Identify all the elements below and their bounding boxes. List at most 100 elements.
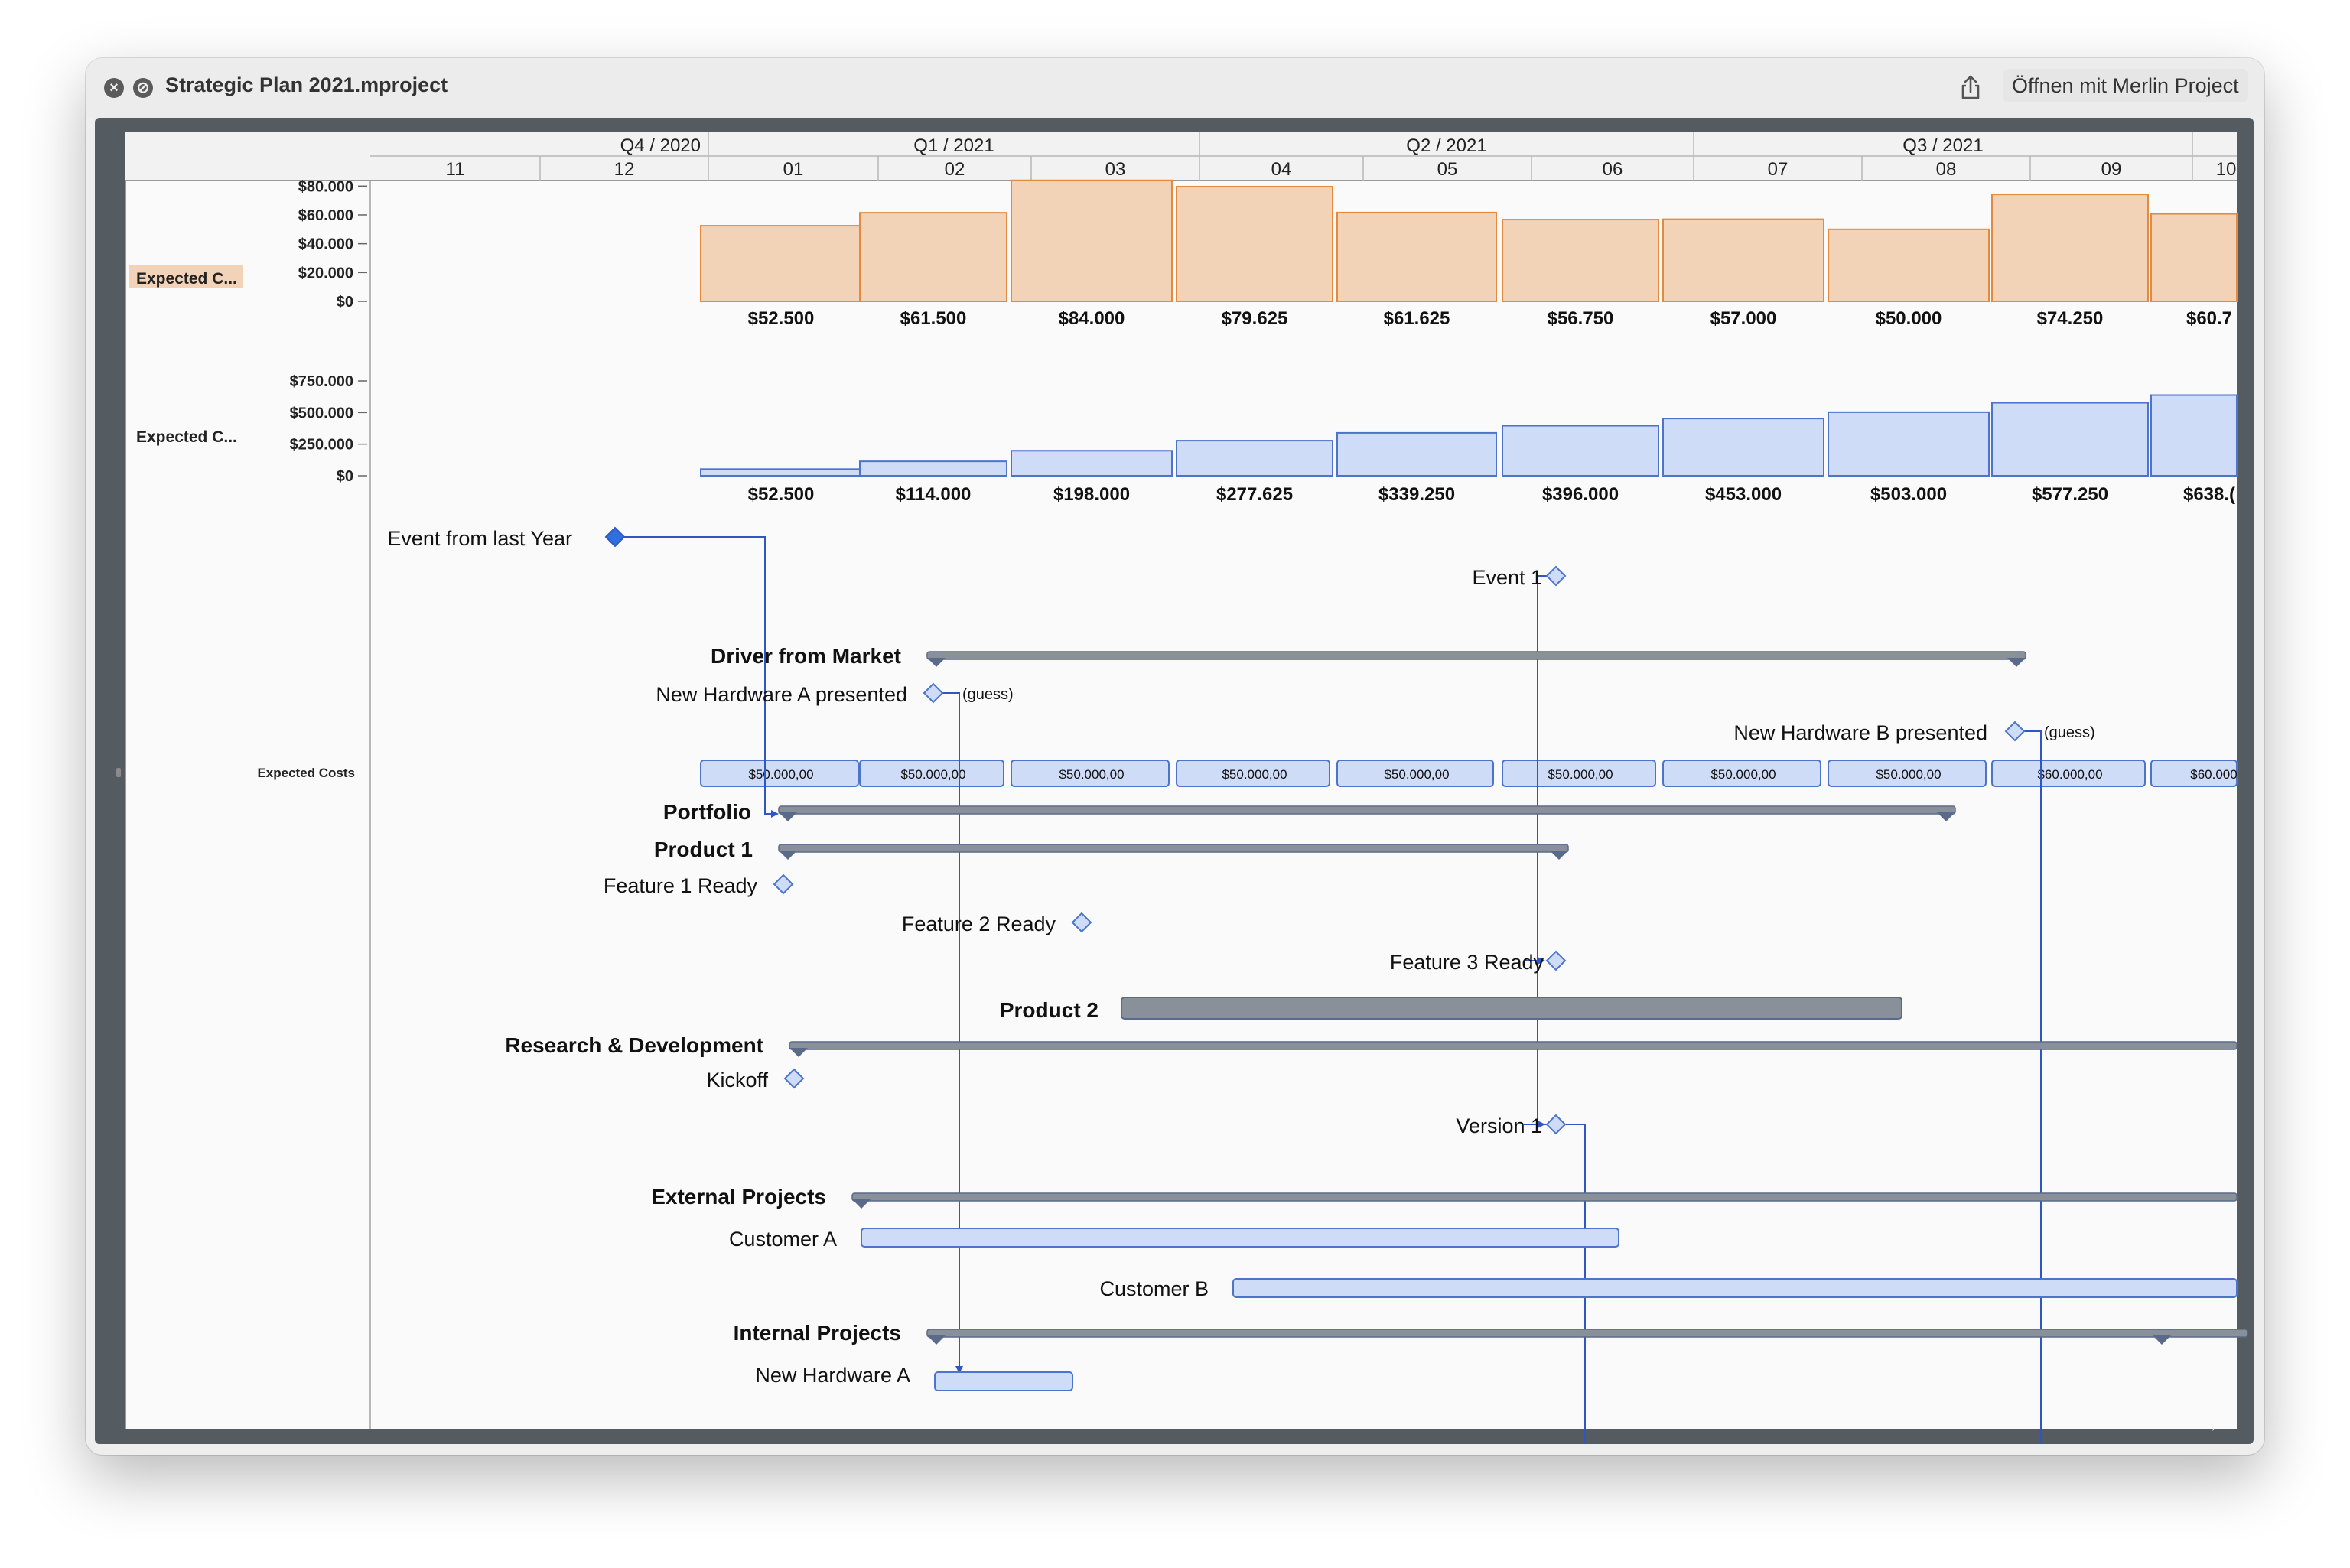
bar-value-label: $84.000 <box>1059 308 1125 329</box>
milestone-diamond[interactable] <box>1545 565 1567 587</box>
cost-bar[interactable] <box>1176 186 1333 302</box>
group-label-external-projects: External Projects <box>651 1185 826 1209</box>
group-label-portfolio: Portfolio <box>663 800 751 824</box>
summary-bar-product-1[interactable] <box>778 844 1569 853</box>
share-icon[interactable] <box>1954 70 1987 104</box>
month-label: 01 <box>783 159 804 180</box>
quarter-label: Q1 / 2021 <box>913 135 994 156</box>
close-icon[interactable]: × <box>104 78 124 98</box>
month-label: 08 <box>1936 159 1957 180</box>
cumulative-cost-chart: Expected C...$750.000$500.000$250.000$0$… <box>136 373 2238 505</box>
expected-cost-value: $50.000,00 <box>1384 767 1449 782</box>
block-icon[interactable]: ⊘ <box>133 78 153 98</box>
dependency-hwa-to-task <box>942 692 960 1374</box>
expected-cost-cell[interactable] <box>1011 760 1170 787</box>
dependency-event-to-portfolio <box>615 536 776 815</box>
cost-bar[interactable] <box>1502 425 1659 477</box>
expected-cost-cell[interactable] <box>859 760 1004 787</box>
cost-bar[interactable] <box>1336 431 1497 477</box>
milestone-diamond[interactable] <box>1071 912 1092 933</box>
summary-bar-internal-projects[interactable] <box>926 1329 2248 1338</box>
y-tick-label: $60.000 <box>298 207 353 224</box>
expected-cost-cell[interactable] <box>1336 760 1494 787</box>
task-bar-customer-b[interactable] <box>1232 1278 2238 1298</box>
expected-cost-value: $50.000,00 <box>1876 767 1941 782</box>
bar-value-label: $453.000 <box>1705 484 1782 505</box>
milestone-diamond[interactable] <box>604 526 626 548</box>
summary-bar-portfolio[interactable] <box>778 805 1956 815</box>
expected-cost-value: $60.000 <box>2190 767 2237 782</box>
bar-value-label: $277.625 <box>1216 484 1293 505</box>
y-tick-label: $20.000 <box>298 265 353 281</box>
expected-cost-cell[interactable] <box>700 760 859 787</box>
y-tick-label: $0 <box>337 294 353 311</box>
task-bar-customer-a[interactable] <box>861 1228 1619 1248</box>
month-label: 07 <box>1768 159 1789 180</box>
month-label: 09 <box>2101 159 2122 180</box>
cost-bar[interactable] <box>700 225 862 302</box>
cost-bar[interactable] <box>1011 450 1173 477</box>
y-tick-label: $500.000 <box>290 405 353 421</box>
y-tick-label: $40.000 <box>298 236 353 253</box>
cost-bar[interactable] <box>1828 228 1990 302</box>
group-label-research-development: Research & Development <box>505 1033 763 1057</box>
expected-cost-cell[interactable] <box>1176 760 1330 787</box>
cost-bar[interactable] <box>859 212 1007 303</box>
month-label: 10 <box>2216 159 2237 180</box>
dependency-hwb-down <box>2024 730 2042 1444</box>
y-tick-label: $80.000 <box>298 178 353 195</box>
bar-value-label: $60.7 <box>2186 308 2232 329</box>
milestone-label-hardware-b: New Hardware B presented <box>1733 721 1987 744</box>
summary-bar-research-development[interactable] <box>789 1041 2238 1050</box>
cost-bar[interactable] <box>1502 219 1659 302</box>
cost-bar[interactable] <box>859 460 1007 477</box>
expected-cost-cell[interactable] <box>1828 760 1987 787</box>
monthly-cost-chart: Expected C...$80.000$60.000$40.000$20.00… <box>129 178 2238 329</box>
expected-cost-cell[interactable] <box>1502 760 1656 787</box>
gantt-rows: Event from last Year Event 1 Driver from… <box>387 526 2248 1391</box>
summary-bar-external-projects[interactable] <box>851 1192 2238 1202</box>
expected-cost-cell[interactable] <box>1991 760 2146 787</box>
cost-bar[interactable] <box>1176 440 1333 477</box>
summary-bar-driver-from-market[interactable] <box>926 651 2026 660</box>
task-bar-new-hardware-a[interactable] <box>934 1371 1073 1391</box>
expected-cost-value: $50.000,00 <box>1548 767 1613 782</box>
milestone-diamond[interactable] <box>783 1068 805 1089</box>
expected-cost-cell[interactable] <box>2150 760 2238 787</box>
milestone-diamond[interactable] <box>1545 950 1567 971</box>
expected-costs-row: Expected Costs $50.000,00$50.000,00$50.0… <box>257 760 2238 787</box>
title-bar: × ⊘ Strategic Plan 2021.mproject Öffnen … <box>86 58 2264 118</box>
quarter-label: Q4 / 2020 <box>620 135 701 156</box>
cost-bar[interactable] <box>700 468 862 477</box>
splitter-handle[interactable] <box>116 768 121 777</box>
cost-bar[interactable] <box>1828 411 1990 477</box>
cost-bar[interactable] <box>1011 179 1173 302</box>
expected-cost-cell[interactable] <box>1662 760 1821 787</box>
cost-bar[interactable] <box>1662 418 1824 477</box>
milestone-label-event-1: Event 1 <box>1472 566 1542 589</box>
milestone-diamond[interactable] <box>773 873 794 895</box>
cost-bar[interactable] <box>1662 218 1824 303</box>
y-tick-label: $750.000 <box>290 373 353 390</box>
bar-value-label: $396.000 <box>1542 484 1619 505</box>
cost-bar[interactable] <box>1991 402 2149 477</box>
expected-cost-value: $50.000,00 <box>1059 767 1124 782</box>
guess-note: (guess) <box>2044 724 2095 741</box>
group-label-internal-projects: Internal Projects <box>734 1321 901 1345</box>
app-window: × ⊘ Strategic Plan 2021.mproject Öffnen … <box>86 58 2264 1455</box>
milestone-diamond[interactable] <box>923 682 944 704</box>
summary-bar-product-2[interactable] <box>1121 997 1902 1020</box>
milestone-label-feature-3: Feature 3 Ready <box>1390 951 1544 974</box>
milestone-diamond[interactable] <box>2004 721 2026 742</box>
bar-value-label: $577.250 <box>2032 484 2108 505</box>
y-tick-label: $250.000 <box>290 437 353 454</box>
bar-value-label: $114.000 <box>896 484 972 505</box>
group-label-product-2: Product 2 <box>1000 998 1099 1022</box>
cost-bar[interactable] <box>1336 211 1497 302</box>
open-with-merlin-button[interactable]: Öffnen mit Merlin Project <box>2003 69 2248 102</box>
cost-bar[interactable] <box>1991 194 2149 302</box>
bar-value-label: $339.250 <box>1378 484 1455 505</box>
cost-bar[interactable] <box>2150 213 2238 302</box>
milestone-diamond[interactable] <box>1545 1114 1567 1135</box>
cost-bar[interactable] <box>2150 394 2238 477</box>
